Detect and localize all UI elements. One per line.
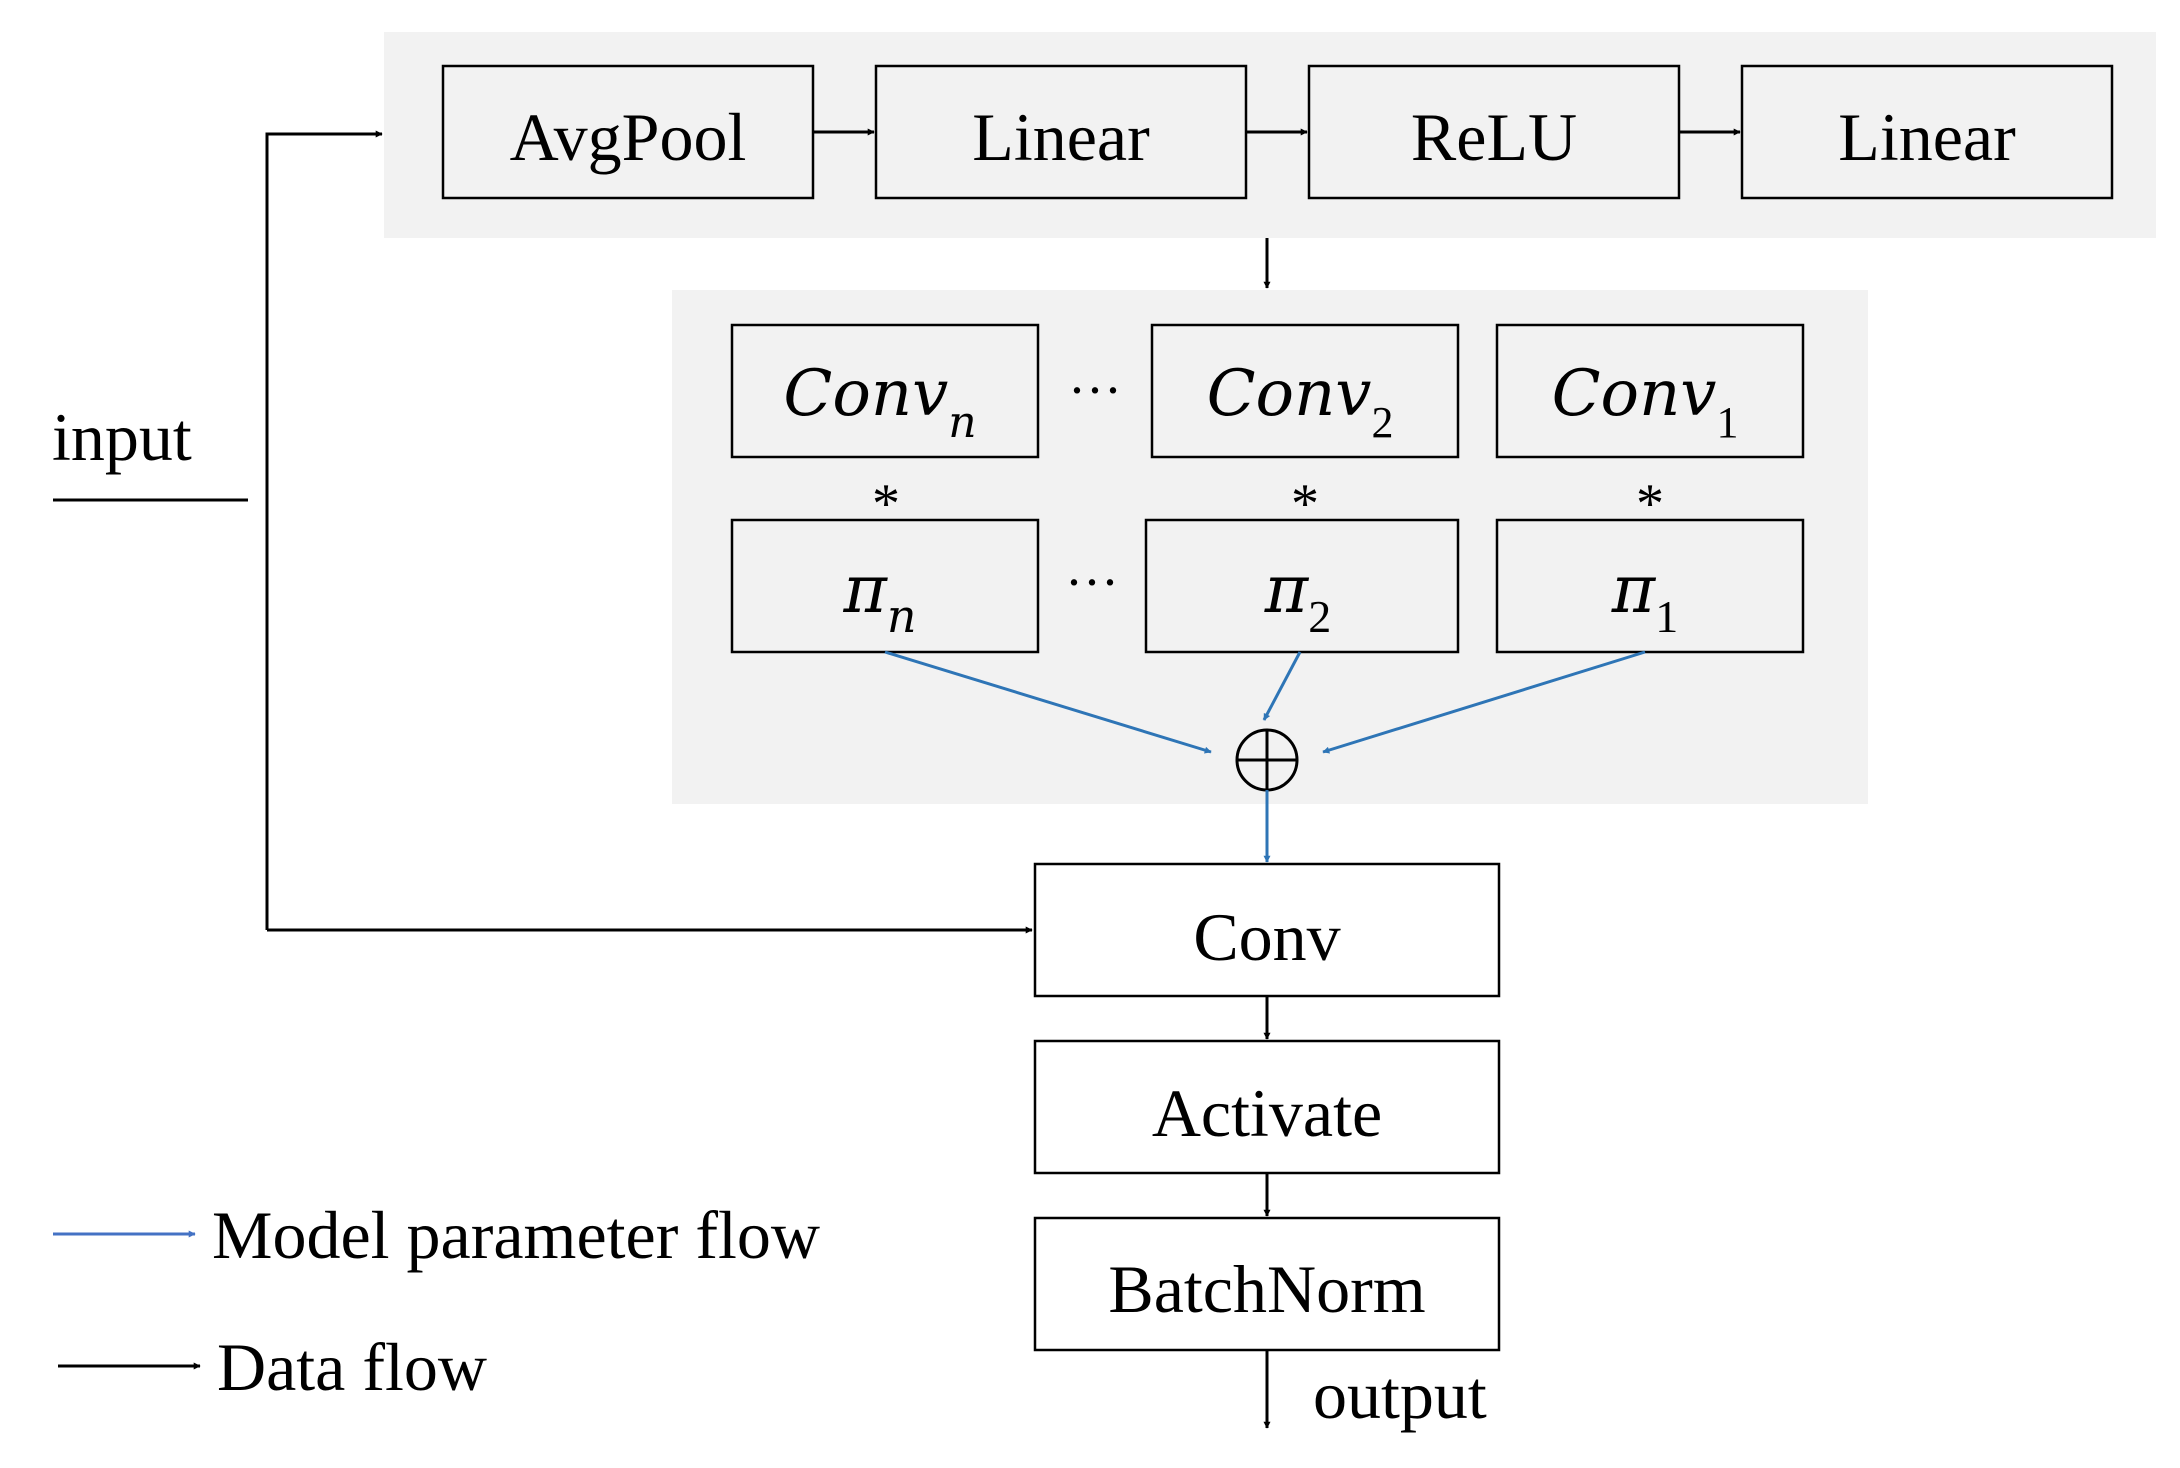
sum-symbol (1235, 728, 1299, 792)
legend: Model parameter flow Data flow (53, 1197, 820, 1405)
batchnorm-box: BatchNorm (1033, 1216, 1501, 1352)
weight-box-1: π1 (1495, 518, 1805, 654)
conv-box: Conv (1033, 862, 1501, 998)
weight-2-base: π (1264, 551, 1310, 628)
weight-box-2: π2 (1144, 518, 1460, 654)
linear-label-2: Linear (1838, 99, 2016, 175)
weight-ellipsis: ··· (1065, 552, 1119, 612)
output-label: output (1313, 1357, 1487, 1433)
kernel-1-base: Conv (1552, 357, 1717, 431)
svg-text:πn: πn (842, 551, 916, 643)
kernel-box-2: Conv2 (1150, 323, 1460, 459)
kernel-n-base: Conv (783, 357, 948, 431)
param-arrow-n (884, 650, 1212, 754)
linear-box-1: Linear (874, 64, 1248, 200)
kernel-n-sub: n (948, 397, 976, 448)
param-arrow-2 (1262, 651, 1302, 721)
weight-1-base: π (1611, 551, 1657, 628)
svg-text:π1: π1 (1611, 551, 1678, 642)
svg-text:Convn: Convn (783, 357, 976, 448)
legend-param-label: Model parameter flow (212, 1197, 820, 1273)
kernel-ellipsis: ··· (1068, 360, 1122, 420)
batchnorm-label: BatchNorm (1108, 1251, 1425, 1327)
svg-text:π2: π2 (1264, 551, 1331, 642)
input-to-attention-arrow (265, 130, 383, 930)
input-label: input (52, 399, 192, 475)
weight-n-sub: n (887, 589, 917, 643)
svg-text:Conv2: Conv2 (1207, 357, 1394, 447)
weight-1-sub: 1 (1655, 591, 1678, 642)
kernel-2-base: Conv (1207, 357, 1372, 431)
kernel-2-sub: 2 (1371, 398, 1393, 447)
avgpool-box: AvgPool (441, 64, 815, 200)
activate-box: Activate (1033, 1039, 1501, 1175)
weight-n-base: π (842, 551, 888, 628)
linear-box-2: Linear (1740, 64, 2114, 200)
param-arrow-1 (1322, 650, 1646, 754)
legend-data-label: Data flow (217, 1329, 487, 1405)
kernel-box-n: Convn (730, 323, 1040, 459)
weight-2-sub: 2 (1308, 591, 1331, 642)
linear-label-1: Linear (972, 99, 1150, 175)
conv-label: Conv (1193, 899, 1340, 975)
kernel-1-sub: 1 (1716, 398, 1738, 447)
avgpool-label: AvgPool (510, 99, 747, 175)
kernel-box-1: Conv1 (1495, 323, 1805, 459)
activate-label: Activate (1152, 1075, 1382, 1151)
relu-label: ReLU (1411, 99, 1577, 175)
svg-text:Conv1: Conv1 (1552, 357, 1739, 447)
weight-box-n: πn (730, 518, 1040, 654)
relu-box: ReLU (1307, 64, 1681, 200)
